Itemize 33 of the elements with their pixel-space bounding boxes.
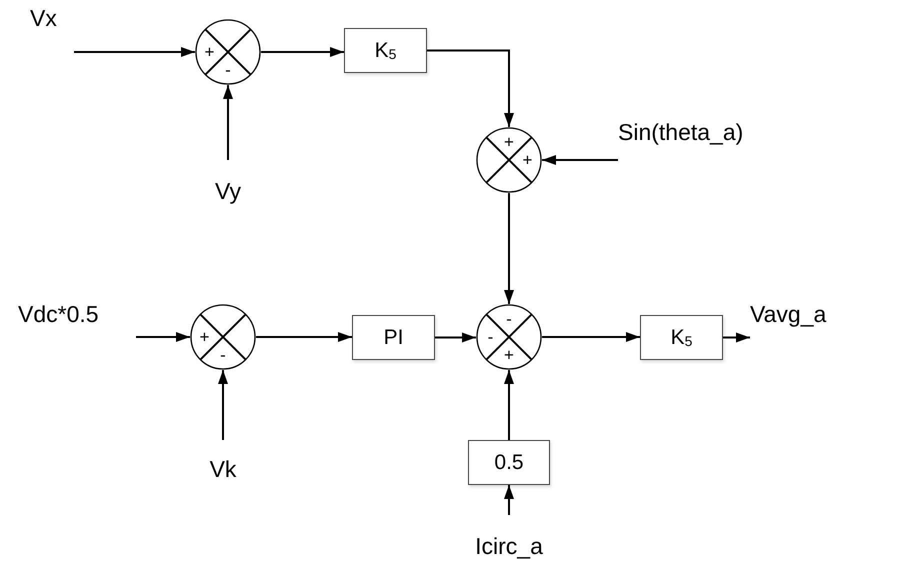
signal-arrow (218, 370, 228, 440)
signal-arrow (223, 85, 233, 160)
signal-arrow (136, 332, 190, 342)
block-label: K$_{5}$ (670, 326, 692, 350)
signal-arrow (256, 332, 352, 342)
signal-arrow (74, 47, 195, 57)
summing-junction (476, 127, 542, 193)
summing-junction (190, 304, 256, 370)
gain-block (468, 440, 550, 485)
signal-label: Vavg_a (750, 302, 826, 328)
signal-arrow (723, 332, 750, 342)
block-label: K$_{5}$ (374, 38, 396, 62)
signal-arrow (504, 370, 514, 440)
signal-arrow (261, 47, 344, 57)
signal-label: Sin(theta_a) (618, 120, 744, 146)
signal-label: Vk (210, 456, 236, 482)
block-label: 0.5 (494, 450, 524, 474)
signal-arrow (542, 332, 640, 342)
signal-arrow (504, 485, 514, 515)
signal-arrow (427, 50, 514, 127)
gain-block (640, 315, 723, 360)
summing-junction (195, 19, 261, 85)
signal-label: Vy (215, 178, 241, 204)
signal-arrow (435, 332, 476, 342)
block-label: PI (384, 326, 404, 350)
summing-junction (476, 304, 542, 370)
signal-label: Vx (30, 6, 57, 32)
gain-block (352, 315, 435, 360)
signal-label: Icirc_a (475, 534, 543, 559)
signal-arrow (542, 155, 618, 165)
signal-label: Vdc*0.5 (18, 302, 99, 328)
gain-block (344, 28, 427, 73)
signal-arrow (504, 193, 514, 304)
